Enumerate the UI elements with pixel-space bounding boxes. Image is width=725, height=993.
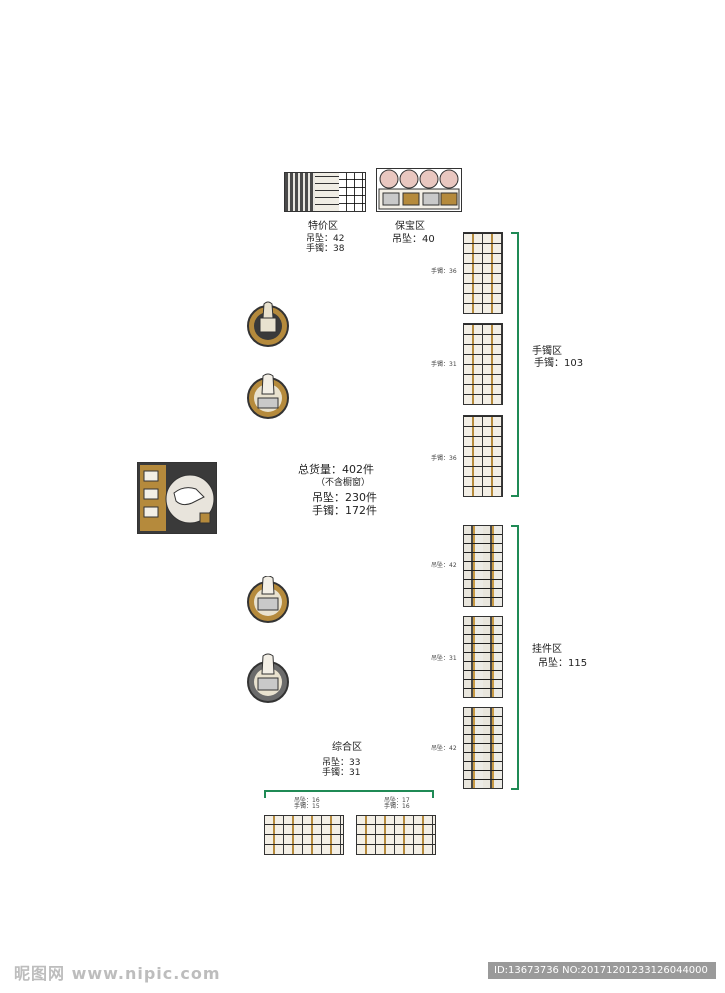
round-display-table-2 (247, 373, 289, 419)
round-display-table-4 (247, 653, 289, 703)
mixed-cabinet-1-bracelet: 手镯：15 (294, 803, 320, 810)
special-zone-title: 特价区 (308, 221, 338, 232)
mixed-zone-bracket (264, 790, 434, 798)
bracelet-cabinet-1-label: 手镯：36 (431, 268, 457, 275)
bracelet-cabinet-2-label: 手镯：31 (431, 361, 457, 368)
pendant-zone-bracket (511, 525, 519, 790)
bracelet-cabinet-3-label: 手镯：36 (431, 455, 457, 462)
special-zone-shelf (284, 172, 366, 212)
treasure-shelf-art (378, 169, 460, 210)
pendant-cabinet-1 (463, 525, 503, 607)
total-note: （不含橱窗） (316, 478, 371, 488)
mixed-cabinet-1 (264, 815, 344, 855)
total-volume: 总货量：402件 (298, 463, 374, 476)
mixed-zone-title: 综合区 (332, 742, 362, 753)
pendant-cabinet-3-label: 吊坠：42 (431, 745, 457, 752)
mixed-cabinet-2-bracelet: 手镯：16 (384, 803, 410, 810)
watermark-id: ID:13673736 NO:20171201233126044000 (488, 962, 716, 979)
bracelet-zone-title: 手镯区 (532, 346, 562, 357)
pendant-zone-title: 挂件区 (532, 644, 562, 655)
bracelet-zone-count: 手镯：103 (534, 358, 584, 369)
mixed-cabinet-2 (356, 815, 436, 855)
total-pendant: 吊坠：230件 (312, 491, 377, 504)
treasure-zone-title: 保宝区 (395, 221, 425, 232)
bracelet-cabinet-2 (463, 323, 503, 405)
bracelet-zone-bracket (511, 232, 519, 497)
special-zone-bracelet: 手镯：38 (306, 244, 345, 254)
pendant-cabinet-2 (463, 616, 503, 698)
bracelet-cabinet-3 (463, 415, 503, 497)
round-display-table-3 (247, 576, 289, 623)
round-display-table-1 (247, 301, 289, 347)
window-display-art (140, 465, 215, 531)
mixed-zone-pendant: 吊坠：33 (322, 758, 361, 768)
bracelet-cabinet-1 (463, 232, 503, 314)
pendant-cabinet-2-label: 吊坠：31 (431, 655, 457, 662)
pendant-zone-count: 吊坠：115 (538, 658, 588, 669)
pendant-cabinet-1-label: 吊坠：42 (431, 562, 457, 569)
mixed-cabinet-2-pendant: 吊坠：17 (384, 797, 410, 804)
treasure-zone-shelf (376, 168, 462, 212)
pendant-cabinet-3 (463, 707, 503, 789)
watermark-logo: 昵图网 www.nipic.com (14, 964, 221, 983)
mixed-cabinet-1-pendant: 吊坠：16 (294, 797, 320, 804)
window-display (137, 462, 217, 534)
special-zone-pendant: 吊坠：42 (306, 234, 345, 244)
mixed-zone-bracelet: 手镯：31 (322, 768, 361, 778)
treasure-zone-pendant: 吊坠：40 (392, 234, 435, 245)
total-bracelet: 手镯：172件 (312, 504, 377, 517)
